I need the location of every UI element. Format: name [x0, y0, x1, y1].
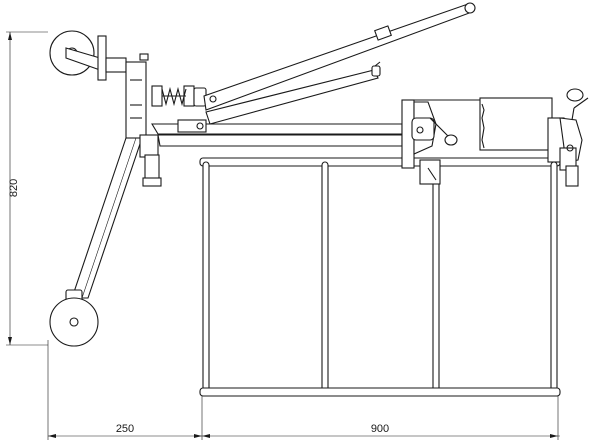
spring-assembly: [151, 85, 207, 107]
main-lever: [203, 2, 476, 111]
dimension-height-label: 820: [8, 179, 20, 197]
bottom-wheel: [49, 289, 99, 347]
dimension-frame-width-label: 900: [371, 423, 389, 435]
top-wheel: [49, 30, 127, 81]
dimension-height: 820: [6, 31, 48, 346]
main-column: [125, 53, 162, 187]
tie-bar: [151, 119, 403, 147]
dimension-bottom: 250 900: [47, 340, 560, 440]
right-clamp: [547, 88, 589, 187]
secondary-lever: [205, 61, 381, 125]
dimension-base-offset-label: 250: [116, 423, 134, 435]
left-clamp: [401, 99, 458, 185]
drum-top: [414, 97, 553, 151]
support-leg: [71, 134, 144, 299]
drum-frame: [199, 157, 561, 397]
